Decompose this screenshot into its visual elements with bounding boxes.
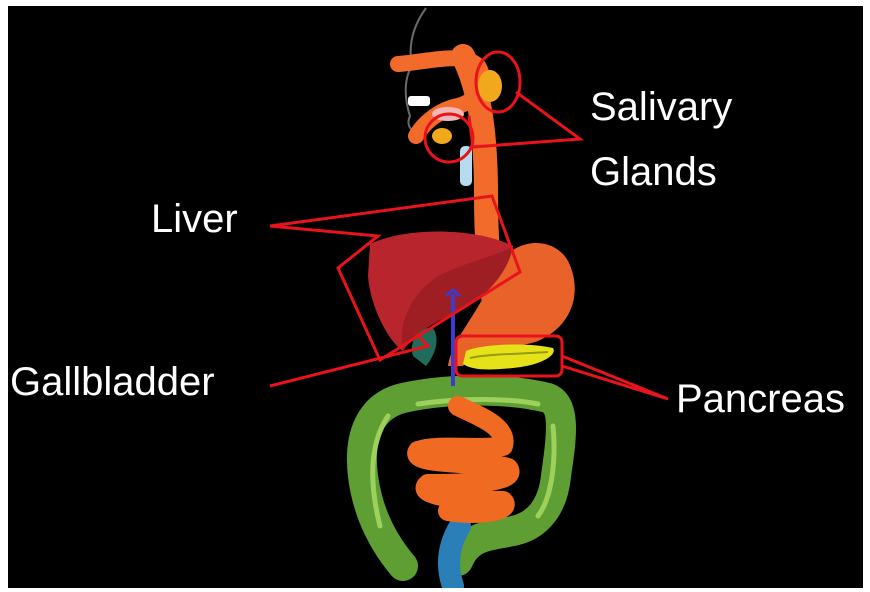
digestive-system-illustration [8,6,863,588]
salivary-gland-parotid [478,70,502,102]
label-pancreas: Pancreas [676,376,845,422]
teeth [408,96,430,106]
label-salivary-glands-line2: Glands [590,149,717,195]
diagram-canvas: Salivary Glands Liver Gallbladder Pancre… [8,6,863,588]
pancreas-callout-pointer [562,356,668,399]
small-intestine [417,406,509,513]
label-gallbladder: Gallbladder [10,359,215,405]
label-liver: Liver [151,196,238,242]
label-salivary-glands-line1: Salivary [590,84,732,130]
salivary-gland-sublingual [432,128,452,144]
rectum [449,526,460,586]
